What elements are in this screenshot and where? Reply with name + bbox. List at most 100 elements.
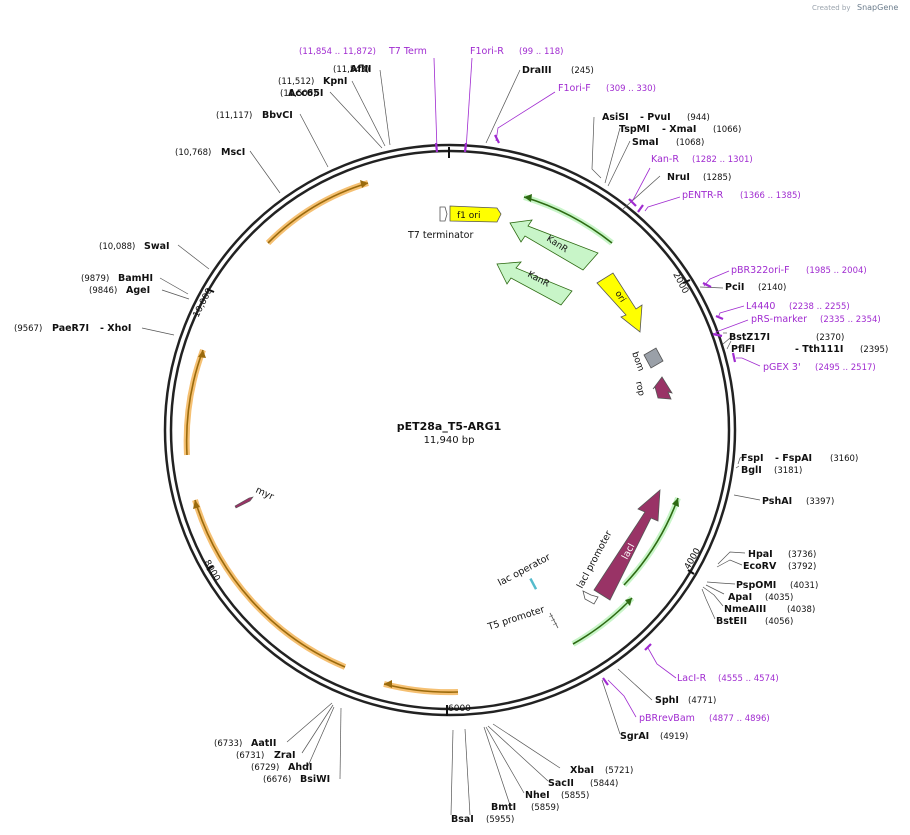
site-pos-aatII: (6733) (214, 739, 242, 749)
kanR-feature-1: KanR (509, 219, 599, 271)
site-pos-bglI: (3181) (774, 466, 802, 476)
myr-feature: myr (234, 485, 275, 509)
f1-ori-label: f1 ori (457, 211, 480, 221)
site-pos-pflFI: (2395) (860, 345, 888, 355)
site-name-draIII: DraIII (522, 65, 552, 76)
site-pos-apaI: (4035) (765, 593, 793, 603)
orf-segments (183, 180, 459, 696)
lac-arc-upper (623, 497, 679, 586)
primer-name-f1oriR: F1ori-R (470, 46, 504, 57)
site-pos-acc65I: (11,508) (280, 89, 316, 99)
site-pos-fspI: (3160) (830, 454, 858, 464)
site-name-bsaI: BsaI (451, 814, 474, 825)
site-name-xbaI: XbaI (570, 765, 594, 776)
site-name-pciI: PciI (725, 282, 744, 293)
t5-promoter-label: T5 promoter (486, 604, 547, 633)
site-name-nheI: NheI (525, 790, 550, 801)
primer-name-laciR: LacI-R (677, 673, 707, 684)
site-name-fspI: FspI (741, 453, 763, 464)
site-name-nmeAIII: NmeAIII (724, 604, 766, 615)
primer-pos-prsMarker: (2335 .. 2354) (820, 315, 881, 325)
site-name-swaI: SwaI (144, 241, 170, 252)
site-name-ecoRV: EcoRV (743, 561, 777, 572)
primer-name-pgex3: pGEX 3' (763, 362, 801, 373)
site-pos-smaI: (1068) (676, 138, 704, 148)
site-pos-kpnI: (11,512) (278, 77, 314, 87)
tick-10000 (206, 288, 215, 293)
site-name-bsiWI: BsiWI (300, 774, 330, 785)
site-name-asiSI: AsiSI (602, 112, 629, 123)
primer-pos-laciR: (4555 .. 4574) (718, 674, 779, 684)
site-name-xhoI: - XhoI (100, 323, 131, 334)
green-arcs (523, 194, 681, 647)
site-pos-sphI: (4771) (688, 696, 716, 706)
orf-arc-top-left (265, 180, 369, 246)
site-name-pflFI: PflFI (731, 344, 755, 355)
site-pos-sacII: (5844) (590, 779, 618, 789)
site-name-sgrAI: SgrAI (620, 731, 649, 742)
site-pos-swaI: (10,088) (99, 242, 135, 252)
site-name-nruI: NruI (667, 172, 690, 183)
primer-name-kanR: Kan-R (651, 154, 679, 165)
primer-name-pentrR: pENTR-R (682, 190, 724, 201)
site-name-aflII: AflII (350, 64, 371, 75)
tick-8000 (206, 565, 214, 571)
t7-terminator-label: T7 terminator (407, 230, 473, 241)
site-pos-ecoRV: (3792) (788, 562, 816, 572)
site-name-smaI: SmaI (632, 137, 659, 148)
primer-name-prsMarker: pRS-marker (751, 314, 807, 325)
site-name-ageI: AgeI (126, 285, 150, 296)
site-pos-bsaI: (5955) (486, 815, 514, 825)
tick-4000 (687, 569, 695, 575)
site-name-aatII: AatII (251, 738, 276, 749)
credit-prefix: Created by (812, 4, 851, 12)
primer-pos-f1oriR: (99 .. 118) (519, 47, 563, 57)
primer-lines (433, 57, 761, 718)
site-pos-draIII: (245) (571, 66, 594, 76)
site-name-ahdI: AhdI (288, 762, 312, 773)
lac-operator-feature: lac operator (496, 552, 552, 590)
snapgene-logo: SnapGene (857, 3, 898, 12)
rop-feature: rop (633, 376, 673, 400)
site-lines (141, 69, 761, 816)
tick-label-8000: 8000 (201, 559, 221, 584)
site-pos-hpaI: (3736) (788, 550, 816, 560)
primer-name-l4440: L4440 (746, 301, 775, 312)
site-name-sacII: SacII (548, 778, 574, 789)
primer-pos-l4440: (2238 .. 2255) (789, 302, 850, 312)
primer-name-pbrrevbam: pBRrevBam (639, 713, 695, 724)
primer-pos-f1oriF: (309 .. 330) (606, 84, 656, 94)
site-name-pvuI: - PvuI (640, 112, 671, 123)
site-pos-bstEII: (4056) (765, 617, 793, 627)
site-pos-bamHI: (9879) (81, 274, 109, 284)
tick-label-6000: 6000 (448, 704, 471, 714)
site-pos-sgrAI: (4919) (660, 732, 688, 742)
primer-marks (434, 134, 737, 686)
site-pos-aflII: (11,543) (333, 65, 369, 75)
site-name-sphI: SphI (655, 695, 679, 706)
site-name-paeR7I: PaeR7I (52, 323, 89, 334)
f1-ori-feature: f1 ori (449, 205, 502, 223)
site-name-apaI: ApaI (728, 592, 752, 603)
ori-feature: ori (596, 272, 643, 333)
primer-pos-pentrR: (1366 .. 1385) (740, 191, 801, 201)
site-pos-bbvCI: (11,117) (216, 111, 252, 121)
site-pos-bmtI: (5859) (531, 803, 559, 813)
site-pos-bstZ17I: (2370) (816, 333, 844, 343)
primer-pos-pbrrevbam: (4877 .. 4896) (709, 714, 770, 724)
kanR-arc (523, 196, 613, 244)
site-pos-ageI: (9846) (89, 286, 117, 296)
primer-name-pbr322oriF: pBR322ori-F (731, 265, 790, 276)
bom-label: bom (629, 351, 645, 373)
site-name-pspOMI: PspOMI (736, 580, 776, 591)
site-pos-pciI: (2140) (758, 283, 786, 293)
plasmid-size: 11,940 bp (424, 435, 475, 446)
site-name-tspMI: TspMI (619, 124, 650, 135)
site-name-pshAI: PshAI (762, 496, 792, 507)
site-name-bmtI: BmtI (491, 802, 516, 813)
primer-name-f1oriF: F1ori-F (558, 83, 591, 94)
site-name-bbvCI: BbvCI (262, 110, 293, 121)
primer-pos-pbr322oriF: (1985 .. 2004) (806, 266, 867, 276)
site-name-hpaI: HpaI (748, 549, 773, 560)
